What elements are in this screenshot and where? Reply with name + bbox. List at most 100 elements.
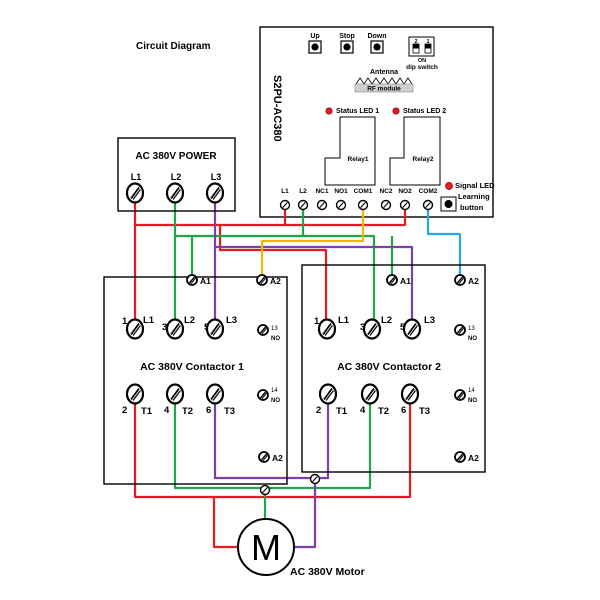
contactor-1-in1-name: L1: [143, 315, 155, 326]
terminal-label-no1: NO1: [334, 188, 348, 195]
controller-terminal-com1[interactable]: [357, 199, 369, 211]
learning-button[interactable]: [440, 196, 457, 212]
power-terminal-l2[interactable]: [165, 182, 185, 204]
controller-terminal-no2[interactable]: [399, 199, 411, 211]
up-button-label: Up: [310, 33, 319, 40]
contactor-1-terminal-l3[interactable]: [205, 318, 225, 340]
contactor-1-title: AC 380V Contactor 1: [140, 361, 244, 373]
contactor-2-a2-label: A2: [468, 276, 479, 286]
dip-number-1: 1: [426, 39, 429, 45]
contactor-1-terminal-t2[interactable]: [165, 383, 185, 405]
contactor-1-bottom-a2-terminal[interactable]: [258, 451, 270, 463]
wire-blue-com2-a2: [426, 205, 462, 277]
status-led-1: [325, 107, 333, 115]
down-button[interactable]: [370, 40, 384, 54]
terminal-label-nc1: NC1: [315, 188, 328, 195]
wire-red-l1-bus: [133, 190, 287, 227]
contactor-2-aux13-terminal[interactable]: [454, 324, 466, 336]
power-terminal-l1[interactable]: [125, 182, 145, 204]
contactor-2-terminal-l1[interactable]: [317, 318, 337, 340]
contactor-2-out3-name: T3: [419, 406, 430, 417]
contactor-1-out1-name: T1: [141, 406, 153, 417]
contactor-2-out2-num: 4: [360, 405, 366, 416]
power-box: AC 380V POWER L1 L2 L3: [117, 137, 236, 212]
controller-terminal-nc1[interactable]: [316, 199, 328, 211]
contactor-2-aux14-no: NO: [468, 398, 477, 404]
contactor-1-out2-name: T2: [182, 406, 193, 417]
contactor-1-a2-terminal[interactable]: [256, 274, 268, 286]
contactor-1-out2-num: 4: [164, 405, 170, 416]
diagram-title: Circuit Diagram: [136, 41, 211, 52]
contactor-2-bottom-a2-terminal[interactable]: [454, 451, 466, 463]
power-terminal-l3[interactable]: [205, 182, 225, 204]
contactor-1-in3-name: L3: [226, 315, 237, 326]
power-label-l1: L1: [131, 172, 142, 182]
contactor-2-title: AC 380V Contactor 2: [337, 361, 441, 373]
dip-switch[interactable]: [408, 36, 435, 57]
dip-switch-label: dip switch: [406, 64, 438, 71]
controller-terminal-no1[interactable]: [335, 199, 347, 211]
contactor-1-aux13-terminal[interactable]: [257, 324, 269, 336]
wire-yellow-no1-a2: [260, 205, 365, 277]
contactor-1-aux14-terminal[interactable]: [257, 389, 269, 401]
controller-model-label: S2PU-AC380: [271, 75, 283, 142]
dip-on-label: ON: [418, 58, 426, 64]
motor-junction-purple: [309, 473, 321, 485]
contactor-1-terminal-l2[interactable]: [165, 318, 185, 340]
motor: M AC 380V Motor: [237, 518, 365, 578]
contactor-1-aux13-no: NO: [271, 336, 280, 342]
contactor-2-a1-label: A1: [400, 276, 411, 286]
contactor-1-terminal-l1[interactable]: [125, 318, 145, 340]
contactor-2-out3-num: 6: [401, 405, 406, 416]
status-led-1-label: Status LED 1: [336, 108, 379, 115]
contactor-1-in2-num: 3: [162, 322, 167, 333]
contactor-2-out1-name: T1: [336, 406, 348, 417]
stop-button[interactable]: [340, 40, 354, 54]
controller-terminal-com2[interactable]: [422, 199, 434, 211]
contactor-2-terminal-l3[interactable]: [402, 318, 422, 340]
contactor-2-terminal-l2[interactable]: [362, 318, 382, 340]
contactor-2-a2-terminal[interactable]: [454, 274, 466, 286]
motor-letter: M: [251, 527, 281, 568]
wire-red-c2-l1: [218, 225, 328, 325]
contactor-2-out1-num: 2: [316, 405, 321, 416]
contactor-1-a1-terminal[interactable]: [186, 274, 198, 286]
power-title: AC 380V POWER: [135, 151, 217, 162]
contactor-2-out2-name: T2: [378, 406, 389, 417]
contactor-1-aux13-label: 13: [271, 326, 278, 332]
contactor-1-aux14-label: 14: [271, 388, 278, 394]
contactor-1-a2-label: A2: [270, 276, 281, 286]
contactor-2-terminal-t1[interactable]: [318, 383, 338, 405]
contactor-1-out3-name: T3: [224, 406, 235, 417]
relay-2: [389, 116, 441, 186]
contactor-1-terminal-t3[interactable]: [205, 383, 225, 405]
controller-terminal-nc2[interactable]: [380, 199, 392, 211]
contactor-2-aux14-terminal[interactable]: [454, 389, 466, 401]
contactor-2-in1-num: 1: [314, 316, 320, 327]
contactor-1-in1-num: 1: [122, 316, 128, 327]
contactor-2-terminal-t2[interactable]: [360, 383, 380, 405]
down-button-label: Down: [367, 33, 386, 40]
contactor-2-aux13-no: NO: [468, 336, 477, 342]
rf-module: [354, 83, 414, 93]
learning-label-line1: Learning: [458, 192, 490, 201]
motor-symbol: [237, 518, 295, 576]
wire-purple-c2-t1: [294, 394, 330, 549]
wire-red-com1-jumper: [285, 205, 407, 227]
wire-red-c2-t3-motor: [214, 394, 412, 499]
wire-green-c2-t2: [265, 394, 372, 490]
controller-terminal-l1[interactable]: [279, 199, 291, 211]
antenna-coil: [355, 77, 413, 85]
terminal-label-l1: L1: [281, 188, 289, 195]
contactor-1-terminal-t1[interactable]: [125, 383, 145, 405]
controller-terminal-l2[interactable]: [297, 199, 309, 211]
up-button[interactable]: [308, 40, 322, 54]
controller-board: S2PU-AC380 Up Stop Down 2 1 ON dip switc…: [259, 26, 495, 218]
status-led-2: [392, 107, 400, 115]
wire-purple-l3-to-c2: [215, 245, 414, 325]
contactor-2-terminal-t3[interactable]: [400, 383, 420, 405]
learning-label-line2: button: [460, 203, 484, 212]
contactor-2-a1-terminal[interactable]: [386, 274, 398, 286]
contactor-1-out3-num: 6: [206, 405, 211, 416]
dip-number-2: 2: [414, 39, 417, 45]
